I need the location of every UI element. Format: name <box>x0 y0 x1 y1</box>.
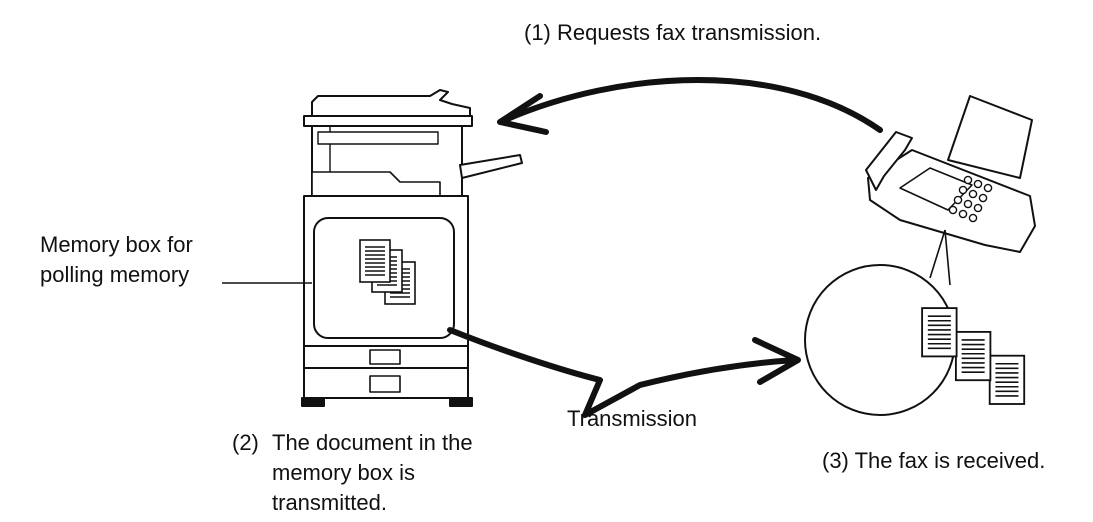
memory-box-label: Memory box for polling memory <box>40 230 193 290</box>
memory-box-label-line1: Memory box for <box>40 232 193 257</box>
step2-line2: memory box is <box>272 460 416 485</box>
step2-number: (2) <box>232 430 259 455</box>
request-arrowhead <box>497 93 549 135</box>
copier-machine-icon <box>301 89 523 407</box>
fax-machine-icon <box>865 95 1036 253</box>
step3-number: (3) <box>822 448 849 473</box>
step2-line1: The document in the <box>272 430 473 455</box>
step2-line3: transmitted. <box>272 490 387 515</box>
transmission-arrowhead <box>752 337 801 385</box>
step1-caption: (1) Requests fax transmission. <box>524 18 821 48</box>
step3-caption: (3) The fax is received. <box>822 446 1045 476</box>
step2-caption: The document in the memory box is transm… <box>272 428 473 518</box>
step3-text: The fax is received. <box>854 448 1046 473</box>
transmission-arrow <box>447 327 798 418</box>
transmission-label: Transmission <box>567 406 697 431</box>
step1-number: (1) <box>524 20 551 45</box>
step1-text: Requests fax transmission. <box>557 20 822 45</box>
request-arrow <box>502 77 883 133</box>
memory-box-label-line2: polling memory <box>40 262 190 287</box>
